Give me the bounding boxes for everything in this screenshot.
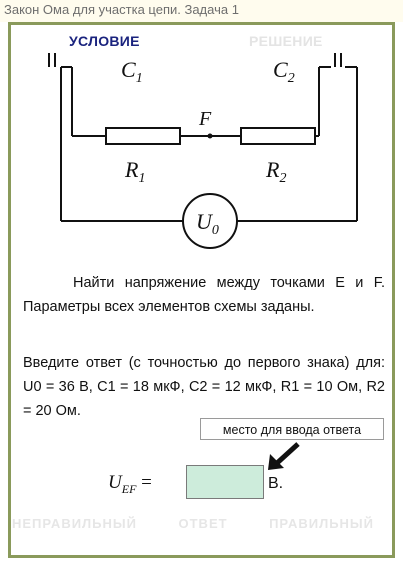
status-bar: НЕПРАВИЛЬНЫЙ ОТВЕТ ПРАВИЛЬНЫЙ: [12, 516, 374, 531]
label-f: F: [198, 108, 212, 130]
answer-hint: место для ввода ответа: [200, 418, 384, 440]
tab-condition[interactable]: УСЛОВИЕ: [69, 33, 140, 49]
node-f-dot: [207, 133, 213, 139]
resistor-r1-shape: [105, 127, 181, 145]
label-r2: R2: [265, 157, 286, 186]
input-instructions: Введите ответ (с точностью до первого зн…: [23, 355, 385, 419]
tab-solution[interactable]: РЕШЕНИЕ: [249, 33, 323, 49]
answer-input[interactable]: [186, 465, 264, 499]
label-r1: R1: [124, 157, 145, 186]
answer-label-sub: EF: [121, 481, 137, 496]
circuit-diagram: C1 C2 F R1 R2 U0: [48, 53, 358, 249]
label-u0: U0: [196, 209, 219, 238]
window-titlebar: Закон Ома для участка цепи. Задача 1: [0, 0, 403, 22]
label-c1: C1: [121, 57, 143, 86]
status-correct: ПРАВИЛЬНЫЙ: [269, 516, 374, 531]
answer-label: UEF =: [108, 472, 152, 497]
status-answer[interactable]: ОТВЕТ: [178, 516, 228, 531]
answer-label-main: U: [108, 472, 122, 493]
answer-unit: В.: [268, 475, 284, 492]
window-title: Закон Ома для участка цепи. Задача 1: [4, 2, 239, 17]
status-wrong: НЕПРАВИЛЬНЫЙ: [12, 516, 137, 531]
source-circle: [182, 193, 238, 249]
label-c2: C2: [273, 57, 295, 86]
resistor-r2-shape: [240, 127, 316, 145]
task-text: Найти напряжение между точками E и F. Па…: [23, 275, 385, 315]
answer-equals: =: [136, 472, 152, 493]
arrow-down-left-icon: [268, 442, 300, 470]
